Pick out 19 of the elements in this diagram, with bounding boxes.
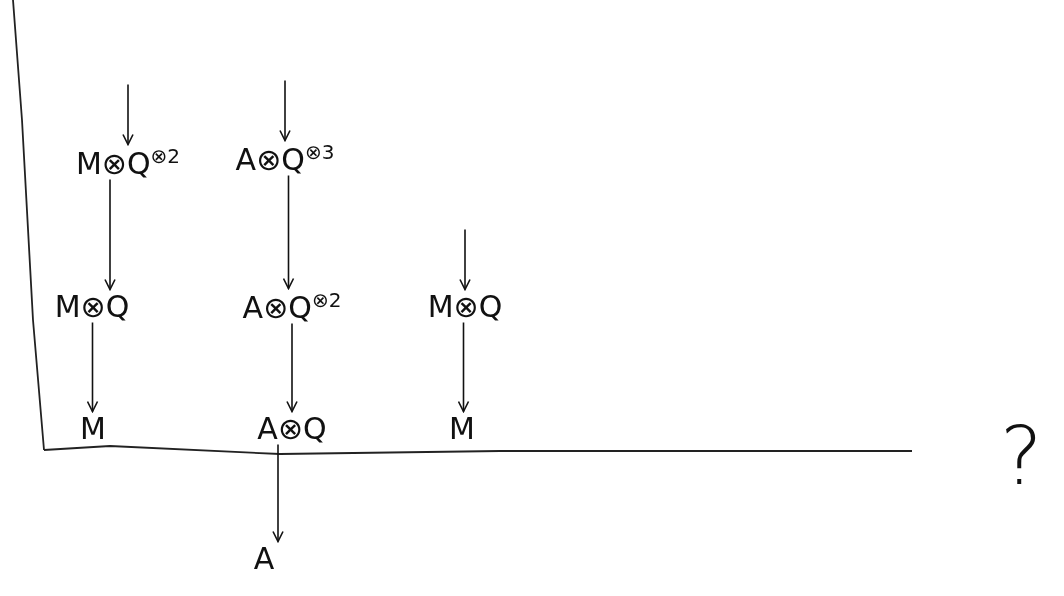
math-expression: A⊗Q$^{⊗3}$ bbox=[232, 138, 338, 178]
math-expression: M⊗Q$^{⊗2}$ bbox=[72, 142, 184, 182]
arrow bbox=[104, 178, 116, 291]
arrow bbox=[459, 228, 471, 291]
math-expression: A⊗Q$^{⊗2}$ bbox=[239, 286, 345, 326]
math-expression: A⊗Q bbox=[254, 409, 330, 447]
math-expression: M bbox=[77, 409, 109, 447]
arrow bbox=[272, 443, 284, 543]
math-expression: M bbox=[446, 409, 478, 447]
arrow bbox=[286, 322, 298, 413]
arrow bbox=[86, 321, 99, 413]
arrow bbox=[457, 321, 470, 413]
arrow bbox=[122, 83, 134, 146]
math-expression: A bbox=[250, 539, 278, 577]
arrow bbox=[279, 79, 291, 142]
question-mark: ? bbox=[1000, 410, 1043, 503]
math-expression: M⊗Q bbox=[51, 287, 133, 325]
math-expression: M⊗Q bbox=[424, 287, 506, 325]
arrow bbox=[282, 174, 295, 290]
